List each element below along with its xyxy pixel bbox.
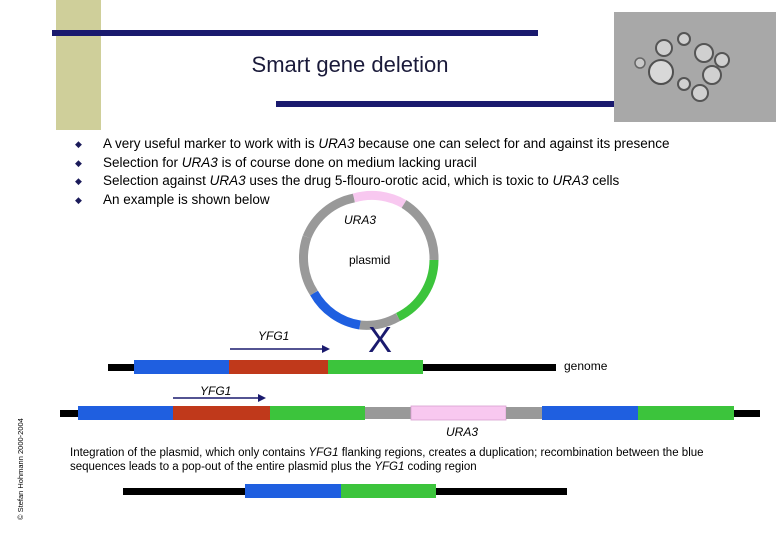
caption: Integration of the plasmid, which only c… bbox=[70, 446, 760, 474]
text-segment: An example is shown below bbox=[103, 191, 270, 207]
text-segment: because one can select for and against i… bbox=[354, 136, 670, 151]
plasmid-label: plasmid bbox=[349, 253, 391, 267]
bullet-item: ◆ Selection for URA3 is of course done on… bbox=[75, 154, 670, 173]
genome-green-segment bbox=[328, 360, 423, 374]
copyright-notice: © Stefan Hohmann 2000-2004 bbox=[16, 418, 25, 520]
bullet-diamond-icon: ◆ bbox=[75, 139, 82, 149]
bullet-item: ◆ A very useful marker to work with is UR… bbox=[75, 135, 670, 154]
plasmid-ura3-label: URA3 bbox=[344, 213, 377, 227]
integrated-track bbox=[60, 405, 760, 421]
integrated-ura3-segment bbox=[410, 405, 507, 421]
bullet-text: Selection against URA3 uses the drug 5-f… bbox=[103, 172, 619, 191]
decor-top-bar bbox=[52, 30, 538, 36]
decor-bottom-bar bbox=[276, 101, 764, 107]
bullet-item: ◆ An example is shown below bbox=[75, 191, 670, 210]
text-segment: YFG1 bbox=[374, 461, 405, 473]
bullet-text: A very useful marker to work with is URA… bbox=[103, 135, 670, 154]
genome-blue-segment bbox=[134, 360, 229, 374]
genome-track bbox=[108, 360, 556, 374]
plasmid-ura3-segment bbox=[352, 190, 407, 208]
text-segment: YFG1 bbox=[308, 447, 339, 459]
bullet-text: Selection for URA3 is of course done on … bbox=[103, 154, 477, 173]
bullet-diamond-icon: ◆ bbox=[75, 157, 82, 168]
gene-label-integrated: YFG1 bbox=[200, 384, 232, 398]
bullet-diamond-icon: ◆ bbox=[75, 176, 82, 186]
gene-label-top: YFG1 bbox=[258, 329, 290, 343]
plasmid-green-segment bbox=[395, 259, 439, 322]
text-segment: A very useful marker to work with is bbox=[103, 136, 319, 151]
text-segment: URA3 bbox=[181, 154, 218, 170]
text-segment: uses the drug 5-flouro-orotic acid, whic… bbox=[245, 173, 553, 188]
bullet-diamond-icon: ◆ bbox=[75, 194, 82, 205]
text-segment: coding region bbox=[404, 461, 477, 473]
text-segment: URA3 bbox=[318, 136, 355, 151]
plasmid-blue-segment bbox=[310, 290, 361, 330]
page-title: Smart gene deletion bbox=[251, 52, 449, 77]
bullet-item: ◆ Selection against URA3 uses the drug 5-… bbox=[75, 172, 670, 191]
bullet-text: An example is shown below bbox=[103, 191, 270, 210]
text-segment: cells bbox=[588, 173, 620, 188]
decor-tan-block bbox=[56, 0, 101, 130]
text-segment: URA3 bbox=[209, 173, 246, 188]
text-segment: URA3 bbox=[552, 173, 589, 188]
crossover-symbol: X bbox=[368, 319, 393, 360]
genome-label: genome bbox=[564, 359, 608, 373]
text-segment: flanking regions, creates a duplication;… bbox=[70, 447, 704, 473]
text-segment: Selection for bbox=[103, 154, 182, 170]
popout-track bbox=[123, 484, 567, 498]
integrated-ura3-label: URA3 bbox=[446, 425, 479, 439]
text-segment: Integration of the plasmid, which only c… bbox=[70, 447, 309, 459]
yeast-micrograph-image bbox=[614, 12, 776, 122]
genome-red-segment bbox=[229, 360, 328, 374]
text-segment: is of course done on medium lacking urac… bbox=[217, 154, 477, 170]
text-segment: Selection against bbox=[103, 173, 210, 188]
plasmid-ring bbox=[299, 190, 439, 330]
bullet-list: ◆ A very useful marker to work with is UR… bbox=[75, 135, 670, 209]
